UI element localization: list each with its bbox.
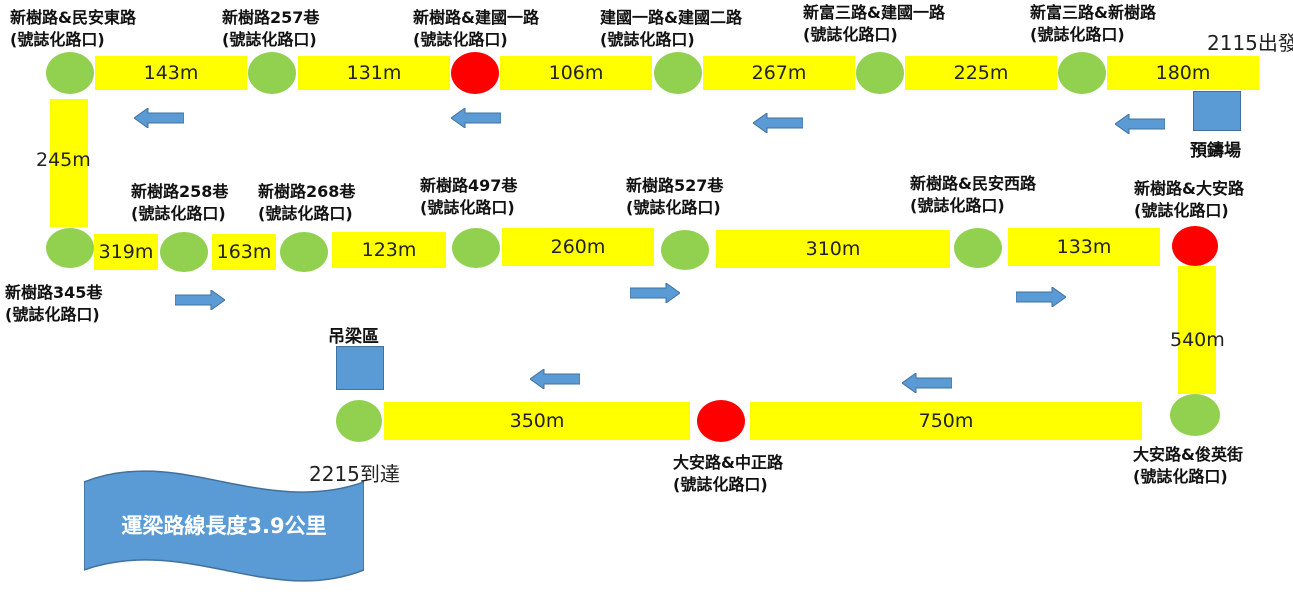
intersection-label-mid-4: 新樹路497巷(號誌化路口): [420, 176, 518, 217]
segment-row3-1: 350m: [384, 402, 690, 440]
departure-label: 2115出發: [1207, 31, 1293, 55]
lifting-area-box: [336, 346, 384, 390]
segment-left-vertical: [50, 99, 88, 227]
segment-row2-6: 133m: [1008, 228, 1160, 266]
segment-row1-2: 131m: [298, 56, 450, 90]
segment-row1-1: 143m: [95, 56, 247, 90]
intersection-label-bottom-1: 大安路&中正路(號誌化路口): [673, 453, 783, 494]
signal-node-top-5: [856, 52, 904, 94]
intersection-label-mid-6: 新樹路&民安西路(號誌化路口): [910, 174, 1036, 215]
signal-node-bottom-2: [1170, 394, 1220, 436]
signal-node-top-2: [248, 52, 296, 94]
arrow-left-icon: [134, 108, 184, 128]
arrow-right-icon: [175, 290, 225, 310]
segment-row1-3: 106m: [500, 56, 652, 90]
precast-yard-label: 預鑄場: [1190, 141, 1241, 161]
intersection-label-top-1: 新樹路&民安東路(號誌化路口): [10, 8, 136, 49]
arrow-left-icon: [1115, 114, 1165, 134]
segment-row1-4: 267m: [703, 56, 855, 90]
intersection-label-mid-2: 新樹路258巷(號誌化路口): [131, 182, 229, 223]
arrival-label: 2215到達: [309, 462, 400, 486]
precast-yard-box: [1193, 91, 1241, 131]
intersection-label-mid-3: 新樹路268巷(號誌化路口): [258, 182, 356, 223]
intersection-label-bottom-2: 大安路&俊英街(號誌化路口): [1133, 445, 1243, 486]
segment-row2-2: 163m: [212, 234, 276, 270]
intersection-label-mid-7: 新樹路&大安路(號誌化路口): [1134, 179, 1244, 220]
signal-node-bottom-1: [697, 400, 745, 442]
arrow-left-icon: [902, 373, 952, 393]
signal-node-mid-1: [46, 228, 94, 268]
intersection-label-mid-5: 新樹路527巷(號誌化路口): [626, 176, 724, 217]
arrow-right-icon: [1016, 287, 1066, 307]
signal-node-top-4: [654, 52, 702, 94]
route-length-label: 運梁路線長度3.9公里: [121, 514, 327, 538]
signal-node-mid-3: [280, 232, 328, 272]
signal-node-mid-5: [661, 230, 709, 270]
signal-node-top-6: [1058, 52, 1106, 94]
segment-row2-5: 310m: [716, 230, 950, 268]
segment-row1-6: 180m: [1107, 56, 1259, 90]
segment-row1-5: 225m: [905, 56, 1057, 90]
route-length-banner: [84, 470, 364, 582]
arrow-left-icon: [451, 108, 501, 128]
intersection-label-top-2: 新樹路257巷(號誌化路口): [222, 8, 320, 49]
signal-node-mid-6: [954, 228, 1002, 268]
intersection-label-top-3: 新樹路&建國一路(號誌化路口): [413, 8, 539, 49]
segment-right-vertical: [1178, 266, 1216, 394]
arrow-right-icon: [630, 283, 680, 303]
arrow-left-icon: [530, 369, 580, 389]
signal-node-mid-7: [1172, 226, 1218, 266]
segment-row2-4: 260m: [502, 228, 654, 266]
signal-node-top-3: [451, 52, 499, 94]
signal-node-bottom-end: [336, 400, 382, 442]
intersection-label-top-4: 建國一路&建國二路(號誌化路口): [600, 8, 742, 49]
lifting-area-label: 吊梁區: [328, 327, 379, 347]
signal-node-mid-2: [160, 232, 208, 272]
segment-row3-2: 750m: [750, 402, 1142, 440]
segment-left-vertical-label: 245m: [36, 149, 91, 171]
signal-node-top-1: [46, 52, 94, 94]
intersection-label-top-6: 新富三路&新樹路(號誌化路口): [1030, 3, 1156, 44]
intersection-label-top-5: 新富三路&建國一路(號誌化路口): [803, 3, 945, 44]
signal-node-mid-4: [452, 228, 500, 268]
arrow-left-icon: [753, 113, 803, 133]
segment-row2-3: 123m: [332, 232, 446, 268]
segment-right-vertical-label: 540m: [1170, 329, 1225, 351]
segment-row2-1: 319m: [94, 234, 158, 270]
intersection-label-mid-1: 新樹路345巷(號誌化路口): [5, 283, 103, 324]
